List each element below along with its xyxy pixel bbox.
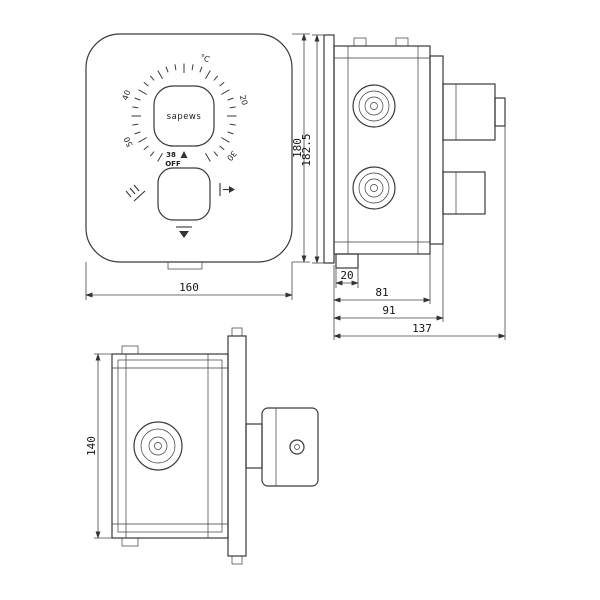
dial-number: 20 [238, 94, 249, 106]
dim-label: 91 [382, 304, 395, 317]
brand-text: sapews [167, 112, 202, 122]
dim-side-height: 182.5 [300, 34, 324, 264]
faceplate-outline [85, 33, 293, 263]
dim-front-width: 160 [85, 262, 293, 300]
overhead-shower-icon [176, 226, 192, 238]
body-tab [121, 345, 139, 355]
dial-ticks [131, 63, 237, 162]
spout-icon [219, 183, 235, 196]
faceplate-bottom-tab [167, 261, 203, 270]
bottom-foot [335, 253, 359, 269]
temperature-knob [153, 85, 215, 147]
off-label: OFF [165, 160, 181, 168]
body-tab [121, 537, 139, 547]
plan-view [111, 327, 319, 565]
body-outline [111, 353, 229, 539]
inlet-port-bottom [352, 166, 396, 210]
dimensions: 180 160 182.5 20 8 [85, 33, 506, 539]
dial-number: 40 [120, 89, 132, 102]
dim-label: 180 [291, 138, 304, 158]
dim-depths: 81 91 137 [333, 126, 506, 340]
outlet-connection-mid [442, 171, 486, 215]
wall-flange-edge [323, 34, 335, 264]
screw-boss [353, 37, 367, 47]
dial-unit-label: °C [199, 53, 211, 65]
dim-label: 20 [340, 269, 353, 282]
dim-foot-depth: 20 [335, 268, 359, 288]
front-view: sapews °C 20 30 40 50 38 OFF [85, 33, 293, 270]
faceplate-edge [227, 335, 247, 557]
dim-label: 182.5 [300, 133, 313, 166]
inlet-port-plan [133, 421, 183, 471]
dim-label: 137 [412, 322, 432, 335]
screw-boss [395, 37, 409, 47]
body-inner [117, 359, 223, 533]
faceplate-tab [231, 327, 243, 337]
valve-stem [245, 423, 263, 469]
diverter-knob [157, 167, 211, 221]
handle-block [261, 407, 319, 487]
dim-plan-width: 140 [85, 353, 112, 539]
mounting-bar [429, 55, 444, 245]
safety-stop-label: 38 [166, 151, 176, 159]
outlet-connection-top [442, 83, 506, 141]
dim-label: 140 [85, 436, 98, 456]
valve-housing [333, 45, 431, 255]
dim-label: 81 [375, 286, 388, 299]
dial-number: 30 [225, 149, 238, 163]
dim-front-height: 180 [291, 33, 310, 263]
safety-stop-pointer-icon [180, 151, 188, 158]
faceplate-tab [231, 555, 243, 565]
dial-number: 50 [122, 135, 134, 148]
dim-label: 160 [179, 281, 199, 294]
handshower-icon [125, 184, 146, 202]
inlet-port-top [352, 84, 396, 128]
side-view [323, 34, 506, 269]
